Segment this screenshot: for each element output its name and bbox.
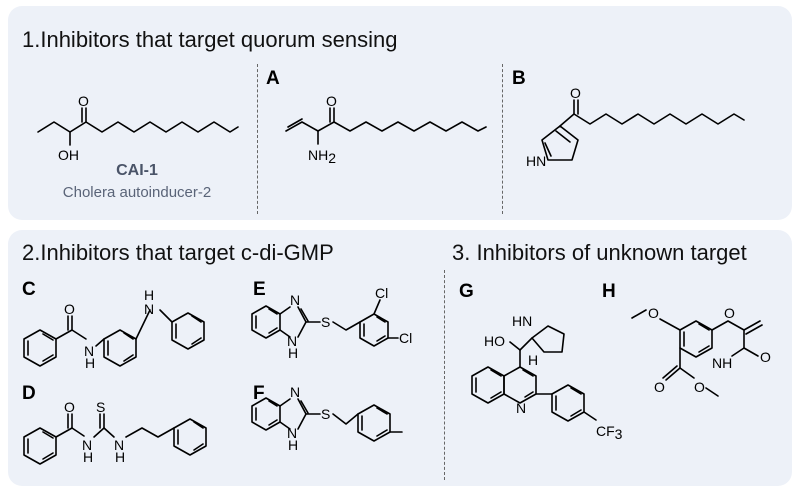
compound-g-hn: HN bbox=[512, 313, 532, 329]
compound-g-quinoline-n: N bbox=[516, 400, 526, 416]
compound-d-h1: H bbox=[83, 449, 93, 465]
divider-a bbox=[257, 64, 258, 214]
cai1-carbonyl-o: O bbox=[78, 93, 89, 109]
divider-c bbox=[444, 270, 445, 480]
compound-a-nh: NH2 bbox=[308, 147, 336, 166]
compound-c-nh: N bbox=[84, 343, 94, 359]
cai1-hydroxyl: OH bbox=[58, 147, 79, 163]
compound-letter-g: G bbox=[459, 281, 474, 302]
compound-g-h: H bbox=[528, 352, 538, 368]
compound-e-cl2: Cl bbox=[399, 330, 412, 346]
compound-d-o: O bbox=[64, 399, 75, 415]
compound-g-ho: HO bbox=[484, 333, 505, 349]
compound-f-nh-h: H bbox=[288, 437, 298, 453]
compound-b-hn: HN bbox=[526, 153, 546, 169]
compound-h-ester-o2: O bbox=[694, 379, 705, 395]
compound-e-nh-h: H bbox=[288, 345, 298, 361]
compound-h-methoxy-o: O bbox=[648, 305, 659, 321]
compound-c-diphenyl-nh: H bbox=[144, 287, 154, 303]
compound-b-o: O bbox=[570, 85, 581, 101]
c-di-gmp-panel bbox=[8, 230, 792, 486]
cai1-subtitle: Cholera autoinducer-2 bbox=[62, 184, 212, 201]
compound-f-s: S bbox=[321, 406, 330, 422]
compound-h-ester-o1: O bbox=[654, 379, 665, 395]
compound-e-cl1: Cl bbox=[375, 285, 388, 301]
quorum-sensing-title: 1.Inhibitors that target quorum sensing bbox=[22, 27, 398, 52]
compound-d-s: S bbox=[96, 399, 105, 415]
compound-h-carbonyl-o: O bbox=[760, 349, 771, 365]
compound-letter-b: B bbox=[512, 68, 526, 89]
compound-c-diphenyl-n: N bbox=[144, 301, 154, 317]
compound-d-n2: N bbox=[114, 437, 124, 453]
c-di-gmp-title: 2.Inhibitors that target c-di-GMP bbox=[22, 240, 334, 265]
divider-b bbox=[502, 64, 503, 214]
compound-e-n: N bbox=[290, 292, 300, 308]
compound-e-nh-n: N bbox=[287, 333, 297, 349]
compound-d-n1: N bbox=[82, 437, 92, 453]
unknown-target-title: 3. Inhibitors of unknown target bbox=[452, 240, 747, 265]
cai1-label: CAI-1 bbox=[116, 162, 158, 179]
compound-f-nh-n: N bbox=[287, 425, 297, 441]
compound-letter-d: D bbox=[22, 383, 36, 404]
compound-g-cf3: CF3 bbox=[596, 423, 623, 442]
compound-letter-h: H bbox=[602, 281, 616, 302]
compound-e-s: S bbox=[321, 314, 330, 330]
compound-letter-a: A bbox=[266, 68, 280, 89]
compound-h-nh: NH bbox=[712, 355, 732, 371]
compound-letter-c: C bbox=[22, 279, 36, 300]
compound-h-ring-o: O bbox=[724, 305, 735, 321]
compound-letter-e: E bbox=[253, 279, 266, 300]
compound-f-n: N bbox=[290, 384, 300, 400]
compound-d-h2: H bbox=[115, 449, 125, 465]
quorum-sensing-panel bbox=[8, 6, 792, 220]
compound-a-o: O bbox=[326, 93, 337, 109]
compound-c-h: H bbox=[85, 355, 95, 371]
compound-letter-f: F bbox=[253, 383, 265, 404]
compound-c-o: O bbox=[64, 301, 75, 317]
